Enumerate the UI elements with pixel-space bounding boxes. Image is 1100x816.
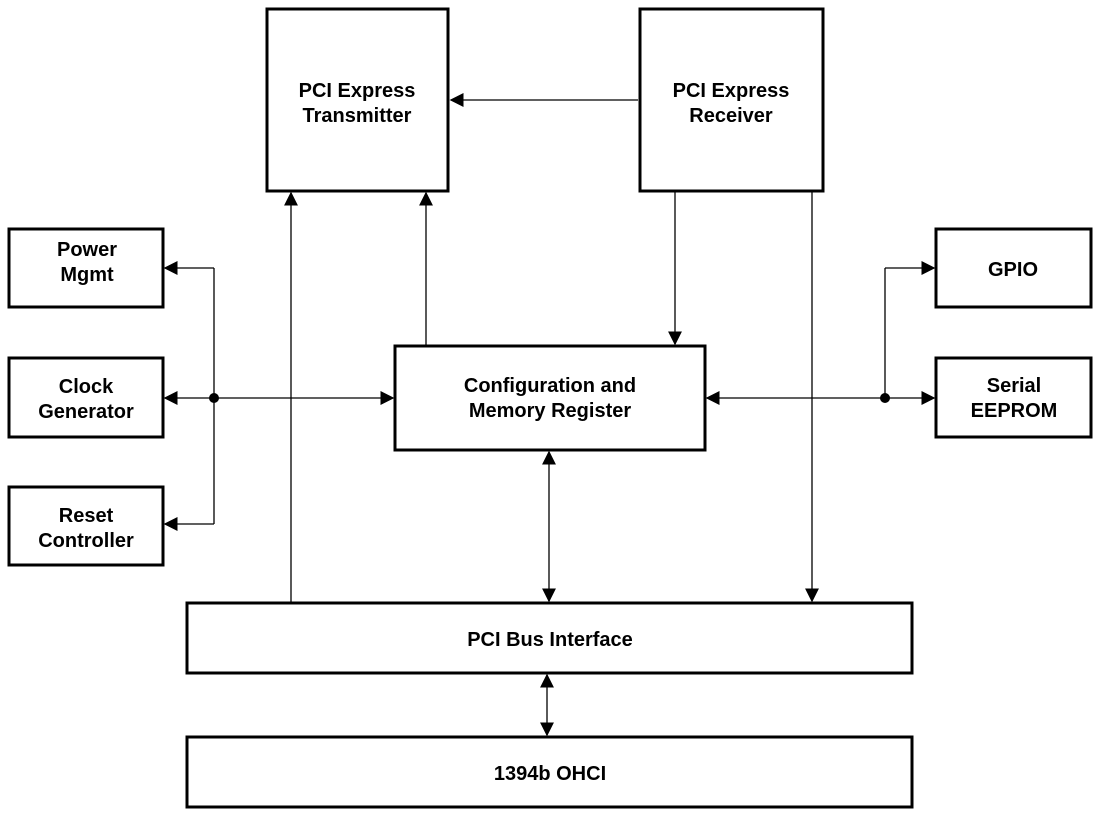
block-config-memory-register: Configuration and Memory Register bbox=[393, 344, 707, 452]
block-pcie-transmitter: PCI Express Transmitter bbox=[265, 7, 450, 193]
block-gpio-box bbox=[934, 227, 1093, 309]
block-serial-eeprom-label-line2: EEPROM bbox=[971, 400, 1058, 422]
block-reset-controller: Reset Controller bbox=[7, 485, 165, 567]
block-power-mgmt-label-line1: Power bbox=[57, 239, 117, 261]
block-gpio-label: GPIO bbox=[988, 259, 1038, 281]
block-gpio: GPIO bbox=[934, 227, 1093, 309]
block-clock-generator-label-line2: Generator bbox=[38, 401, 134, 423]
block-pcie-transmitter-box bbox=[265, 7, 450, 193]
left-bus-junction-dot bbox=[209, 393, 219, 403]
block-power-mgmt-box bbox=[7, 227, 165, 309]
block-serial-eeprom-label-line1: Serial bbox=[987, 375, 1041, 397]
block-reset-controller-box bbox=[7, 485, 165, 567]
block-config-memory-register-label-line2: Memory Register bbox=[469, 400, 631, 422]
block-1394b-ohci-box bbox=[185, 735, 914, 809]
block-pcie-receiver-box bbox=[638, 7, 825, 193]
block-pci-bus-interface: PCI Bus Interface bbox=[185, 601, 914, 675]
block-pcie-receiver-label-line2: Receiver bbox=[689, 105, 773, 127]
right-bus-junction-dot bbox=[880, 393, 890, 403]
block-power-mgmt: Power Mgmt bbox=[7, 227, 165, 309]
block-pci-bus-interface-box bbox=[185, 601, 914, 675]
block-pcie-transmitter-label-line1: PCI Express bbox=[299, 80, 416, 102]
block-pcie-receiver: PCI Express Receiver bbox=[638, 7, 825, 193]
block-pci-bus-interface-label: PCI Bus Interface bbox=[467, 629, 633, 651]
block-serial-eeprom: Serial EEPROM bbox=[934, 356, 1093, 439]
block-config-memory-register-box bbox=[393, 344, 707, 452]
block-reset-controller-label-line1: Reset bbox=[59, 505, 114, 527]
block-pcie-transmitter-label-line2: Transmitter bbox=[303, 105, 412, 127]
block-reset-controller-label-line2: Controller bbox=[38, 530, 134, 552]
block-power-mgmt-label-line2: Mgmt bbox=[60, 264, 114, 286]
block-serial-eeprom-box bbox=[934, 356, 1093, 439]
block-clock-generator-label-line1: Clock bbox=[59, 376, 114, 398]
block-config-memory-register-label-line1: Configuration and bbox=[464, 375, 636, 397]
block-clock-generator: Clock Generator bbox=[7, 356, 165, 439]
block-1394b-ohci-label: 1394b OHCI bbox=[494, 763, 606, 785]
block-pcie-receiver-label-line1: PCI Express bbox=[673, 80, 790, 102]
block-1394b-ohci: 1394b OHCI bbox=[185, 735, 914, 809]
block-clock-generator-box bbox=[7, 356, 165, 439]
